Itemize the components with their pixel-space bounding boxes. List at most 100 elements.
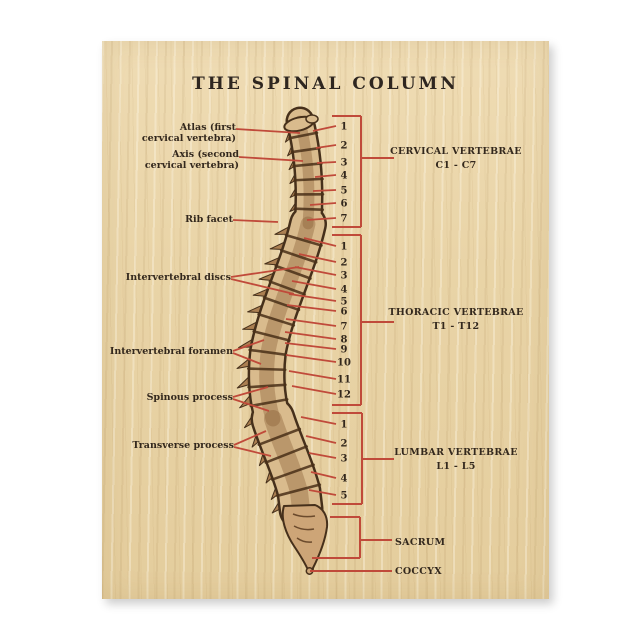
intervertebral-disc <box>257 312 296 327</box>
leader-line-thoracic-4 <box>291 280 337 290</box>
thoracic-column <box>250 207 325 436</box>
vertebra-number-lumbar-2: 2 <box>341 439 348 450</box>
leader-line-lumbar-2 <box>305 435 337 444</box>
label-sacrum-name: SACRUM <box>395 537 446 548</box>
leader-line-thoracic-9 <box>284 342 337 350</box>
leader-line-lumbar-3 <box>308 452 337 459</box>
intervertebral-disc <box>288 131 319 140</box>
vertebra-number-thoracic-8: 8 <box>341 335 348 346</box>
intervertebral-disc <box>246 367 287 372</box>
leader-line-intervertebral-discs <box>230 266 300 278</box>
label-coccyx: COCCYX <box>395 565 442 579</box>
vertebra-number-thoracic-12: 12 <box>337 390 351 401</box>
intervertebral-disc <box>268 280 306 296</box>
leader-line-thoracic-12 <box>291 385 337 395</box>
wood-panel <box>102 41 549 599</box>
intervertebral-disc <box>293 177 324 182</box>
leader-line-atlas <box>235 128 301 134</box>
intervertebral-disc <box>262 296 301 312</box>
leader-line-thoracic-6 <box>286 304 337 312</box>
poster-title: THE SPINAL COLUMN <box>192 74 459 94</box>
label-sacrum: SACRUM <box>395 536 445 550</box>
intervertebral-disc <box>293 207 325 211</box>
intervertebral-disc <box>248 348 288 357</box>
vertebra-number-thoracic-3: 3 <box>341 271 348 282</box>
vertebra-number-thoracic-11: 11 <box>337 375 351 386</box>
label-transverse-process-line: Transverse process <box>132 440 234 451</box>
label-atlas-line: Atlas (first <box>179 122 236 133</box>
vertebra-number-cervical-2: 2 <box>341 141 348 152</box>
leader-line-spinous-process <box>232 386 269 398</box>
leader-line-thoracic-2 <box>298 253 337 263</box>
label-rib-facet-line: Rib facet <box>185 214 233 225</box>
vertebra-number-cervical-4: 4 <box>341 171 348 182</box>
intervertebral-disc <box>249 398 289 408</box>
label-axis-line: cervical vertebra) <box>144 160 239 171</box>
label-atlas-line: cervical vertebra) <box>141 133 236 144</box>
leader-line-intervertebral-foramen <box>232 352 262 365</box>
label-lumbar-range: L1 - L5 <box>436 460 476 472</box>
sacrum-bone <box>281 504 329 574</box>
vertebra-number-lumbar-4: 4 <box>341 474 348 485</box>
leader-line-axis <box>238 156 304 162</box>
sacrum-ridge <box>292 513 316 518</box>
intervertebral-disc <box>257 427 302 446</box>
leader-line-spinous-process <box>232 398 270 412</box>
label-intervertebral-foramen: Intervertebral foramen <box>110 346 233 357</box>
leader-line-cervical-1 <box>312 125 337 132</box>
vertebra-number-lumbar-5: 5 <box>341 491 348 502</box>
leader-line-thoracic-7 <box>285 318 337 327</box>
label-intervertebral-foramen-line: Intervertebral foramen <box>109 346 233 357</box>
sacrum-ridge <box>293 525 315 531</box>
leader-line-transverse-process <box>233 446 272 457</box>
cervical-column-shading <box>294 115 315 230</box>
intervertebral-disc <box>275 483 322 498</box>
intervertebral-disc <box>279 249 318 264</box>
intervertebral-disc <box>292 162 323 168</box>
intervertebral-disc <box>284 233 323 247</box>
lumbar-column <box>253 399 321 529</box>
vertebra-number-cervical-1: 1 <box>341 122 348 133</box>
leader-line-thoracic-10 <box>285 354 337 363</box>
label-lumbar: LUMBAR VERTEBRAE L1 - L5 <box>394 446 518 473</box>
leader-line-cervical-4 <box>314 174 337 178</box>
sacrum-ridge <box>296 537 313 543</box>
vertebra-number-cervical-5: 5 <box>341 186 348 197</box>
label-thoracic-range: T1 - T12 <box>432 320 480 332</box>
leader-line-thoracic-8 <box>284 331 337 340</box>
thoracic-column-shading <box>259 216 316 427</box>
leader-line-lumbar-4 <box>310 471 337 479</box>
label-spinous-process: Spinous process <box>147 392 233 403</box>
intervertebral-disc <box>270 463 315 481</box>
vertebra-number-lumbar-3: 3 <box>341 454 348 465</box>
label-axis-line: Axis (second <box>172 149 239 160</box>
label-rib-facet: Rib facet <box>185 214 233 225</box>
vertebra-number-thoracic-5: 5 <box>341 297 348 308</box>
label-thoracic-name: THORACIC VERTEBRAE <box>388 307 524 318</box>
leader-line-thoracic-1 <box>303 237 337 247</box>
leader-line-lumbar-5 <box>308 489 337 496</box>
axis-vertebra <box>305 114 319 124</box>
leader-line-cervical-5 <box>312 189 337 192</box>
intervertebral-disc <box>290 146 321 154</box>
label-spinous-process-line: Spinous process <box>146 392 233 403</box>
label-intervertebral-discs-line: Intervertebral discs <box>125 272 231 283</box>
intervertebral-disc <box>274 264 312 280</box>
vertebra-number-thoracic-7: 7 <box>341 322 348 333</box>
leader-line-thoracic-5 <box>288 293 337 302</box>
label-cervical-name: CERVICAL VERTEBRAE <box>390 146 522 157</box>
leader-line-thoracic-3 <box>294 266 337 276</box>
label-lumbar-name: LUMBAR VERTEBRAE <box>394 447 518 458</box>
vertebra-number-cervical-3: 3 <box>341 158 348 169</box>
vertebra-number-thoracic-10: 10 <box>337 358 351 369</box>
leader-line-intervertebral-discs <box>230 278 295 295</box>
vertebra-number-thoracic-9: 9 <box>341 345 348 356</box>
lumbar-column-shading <box>264 410 310 518</box>
label-transverse-process: Transverse process <box>132 440 234 451</box>
leader-line-cervical-2 <box>315 144 337 149</box>
label-intervertebral-discs: Intervertebral discs <box>126 272 231 283</box>
leader-line-cervical-6 <box>309 202 337 206</box>
vertebra-number-thoracic-6: 6 <box>341 307 348 318</box>
leader-line-intervertebral-foramen <box>232 339 265 352</box>
